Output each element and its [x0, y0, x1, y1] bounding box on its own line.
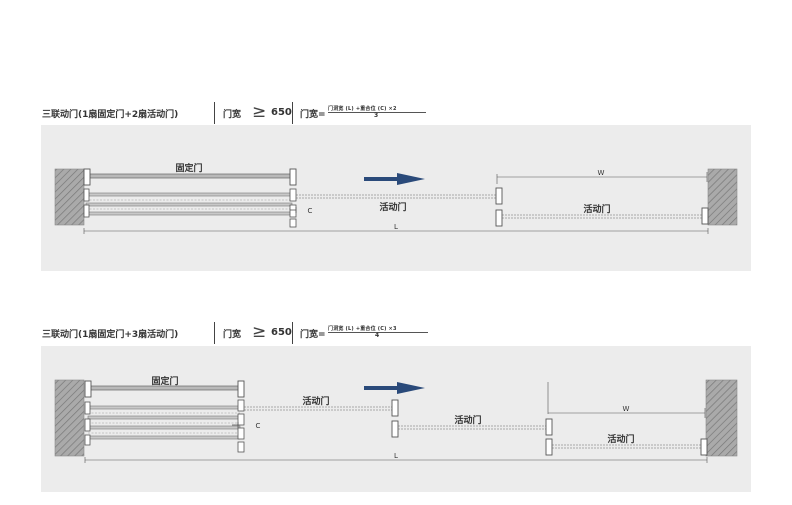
- stacked-door-tracks: [84, 399, 245, 453]
- right-wall: [705, 379, 738, 457]
- diagram-title: 三联动门(1扇固定门+2扇活动门): [42, 110, 179, 120]
- dimension-l-label: L: [394, 223, 398, 231]
- dimension-w: [547, 382, 706, 418]
- door-width-label: 门宽: [223, 110, 242, 120]
- sliding-direction-arrow: [364, 382, 425, 394]
- dimension-l: [83, 228, 709, 234]
- formula-numerator: 门洞宽 (L) +重合位 (C) ×3: [328, 326, 397, 332]
- dimension-l: [84, 457, 708, 463]
- dimension-c-label: C: [256, 422, 261, 430]
- dimension-c-label: C: [308, 207, 313, 215]
- dimension-l-label: L: [394, 452, 398, 460]
- fixed-door-panel: [83, 168, 297, 186]
- door-diagram-2: 固定门 活动门 活动门 活动门 W C L: [54, 375, 738, 463]
- diagram-header: 三联动门(1扇固定门+3扇活动门) 门宽 ≥ 650 门宽= 门洞宽 (L) +…: [42, 318, 642, 348]
- dimension-c: [232, 422, 239, 428]
- formula-label: 门宽=: [300, 330, 326, 340]
- moving-door-label-1: 活动门: [302, 395, 329, 407]
- moving-door-2: [398, 418, 553, 456]
- right-wall: [707, 168, 738, 226]
- moving-door-label-2: 活动门: [583, 203, 610, 215]
- moving-door-2: [502, 207, 709, 225]
- header-separator: [214, 322, 215, 344]
- formula-denominator: 4: [375, 332, 380, 339]
- moving-door-label-2: 活动门: [454, 414, 481, 426]
- formula-label: 门宽=: [300, 110, 326, 120]
- diagram-title: 三联动门(1扇固定门+3扇活动门): [42, 330, 179, 340]
- left-wall: [54, 379, 85, 457]
- moving-door-label-3: 活动门: [607, 433, 634, 445]
- dimension-c: [290, 207, 297, 213]
- formula-fraction-line: [328, 332, 428, 333]
- door-width-label: 门宽: [223, 330, 242, 340]
- diagram-header: 三联动门(1扇固定门+2扇活动门) 门宽 ≥ 650 门宽= 门洞宽 (L) +…: [42, 98, 642, 128]
- ge-symbol: ≥: [252, 102, 267, 122]
- moving-door-label-1: 活动门: [379, 201, 406, 213]
- dimension-w: [496, 172, 708, 184]
- min-width-value: 650: [271, 327, 292, 338]
- min-width-value: 650: [271, 107, 292, 118]
- fixed-door-label: 固定门: [175, 162, 202, 174]
- formula-denominator: 3: [374, 112, 379, 119]
- moving-door-3: [552, 438, 708, 456]
- sliding-direction-arrow: [364, 173, 425, 185]
- fixed-door-panel: [84, 380, 245, 398]
- header-separator: [292, 322, 293, 344]
- formula-numerator: 门洞宽 (L) +重合位 (C) ×2: [328, 106, 397, 112]
- formula-fraction-line: [328, 112, 426, 113]
- moving-door-1: [296, 187, 503, 227]
- left-wall: [54, 168, 85, 226]
- dimension-w-label: W: [623, 405, 630, 413]
- dimension-w-label: W: [598, 169, 605, 177]
- door-diagram-1: 固定门 活动门 活动门 W C L: [54, 162, 738, 234]
- header-separator: [214, 102, 215, 124]
- moving-door-1: [244, 399, 399, 438]
- header-separator: [292, 102, 293, 124]
- fixed-door-label: 固定门: [151, 375, 178, 387]
- ge-symbol: ≥: [252, 322, 267, 342]
- stacked-door-tracks: [83, 188, 297, 228]
